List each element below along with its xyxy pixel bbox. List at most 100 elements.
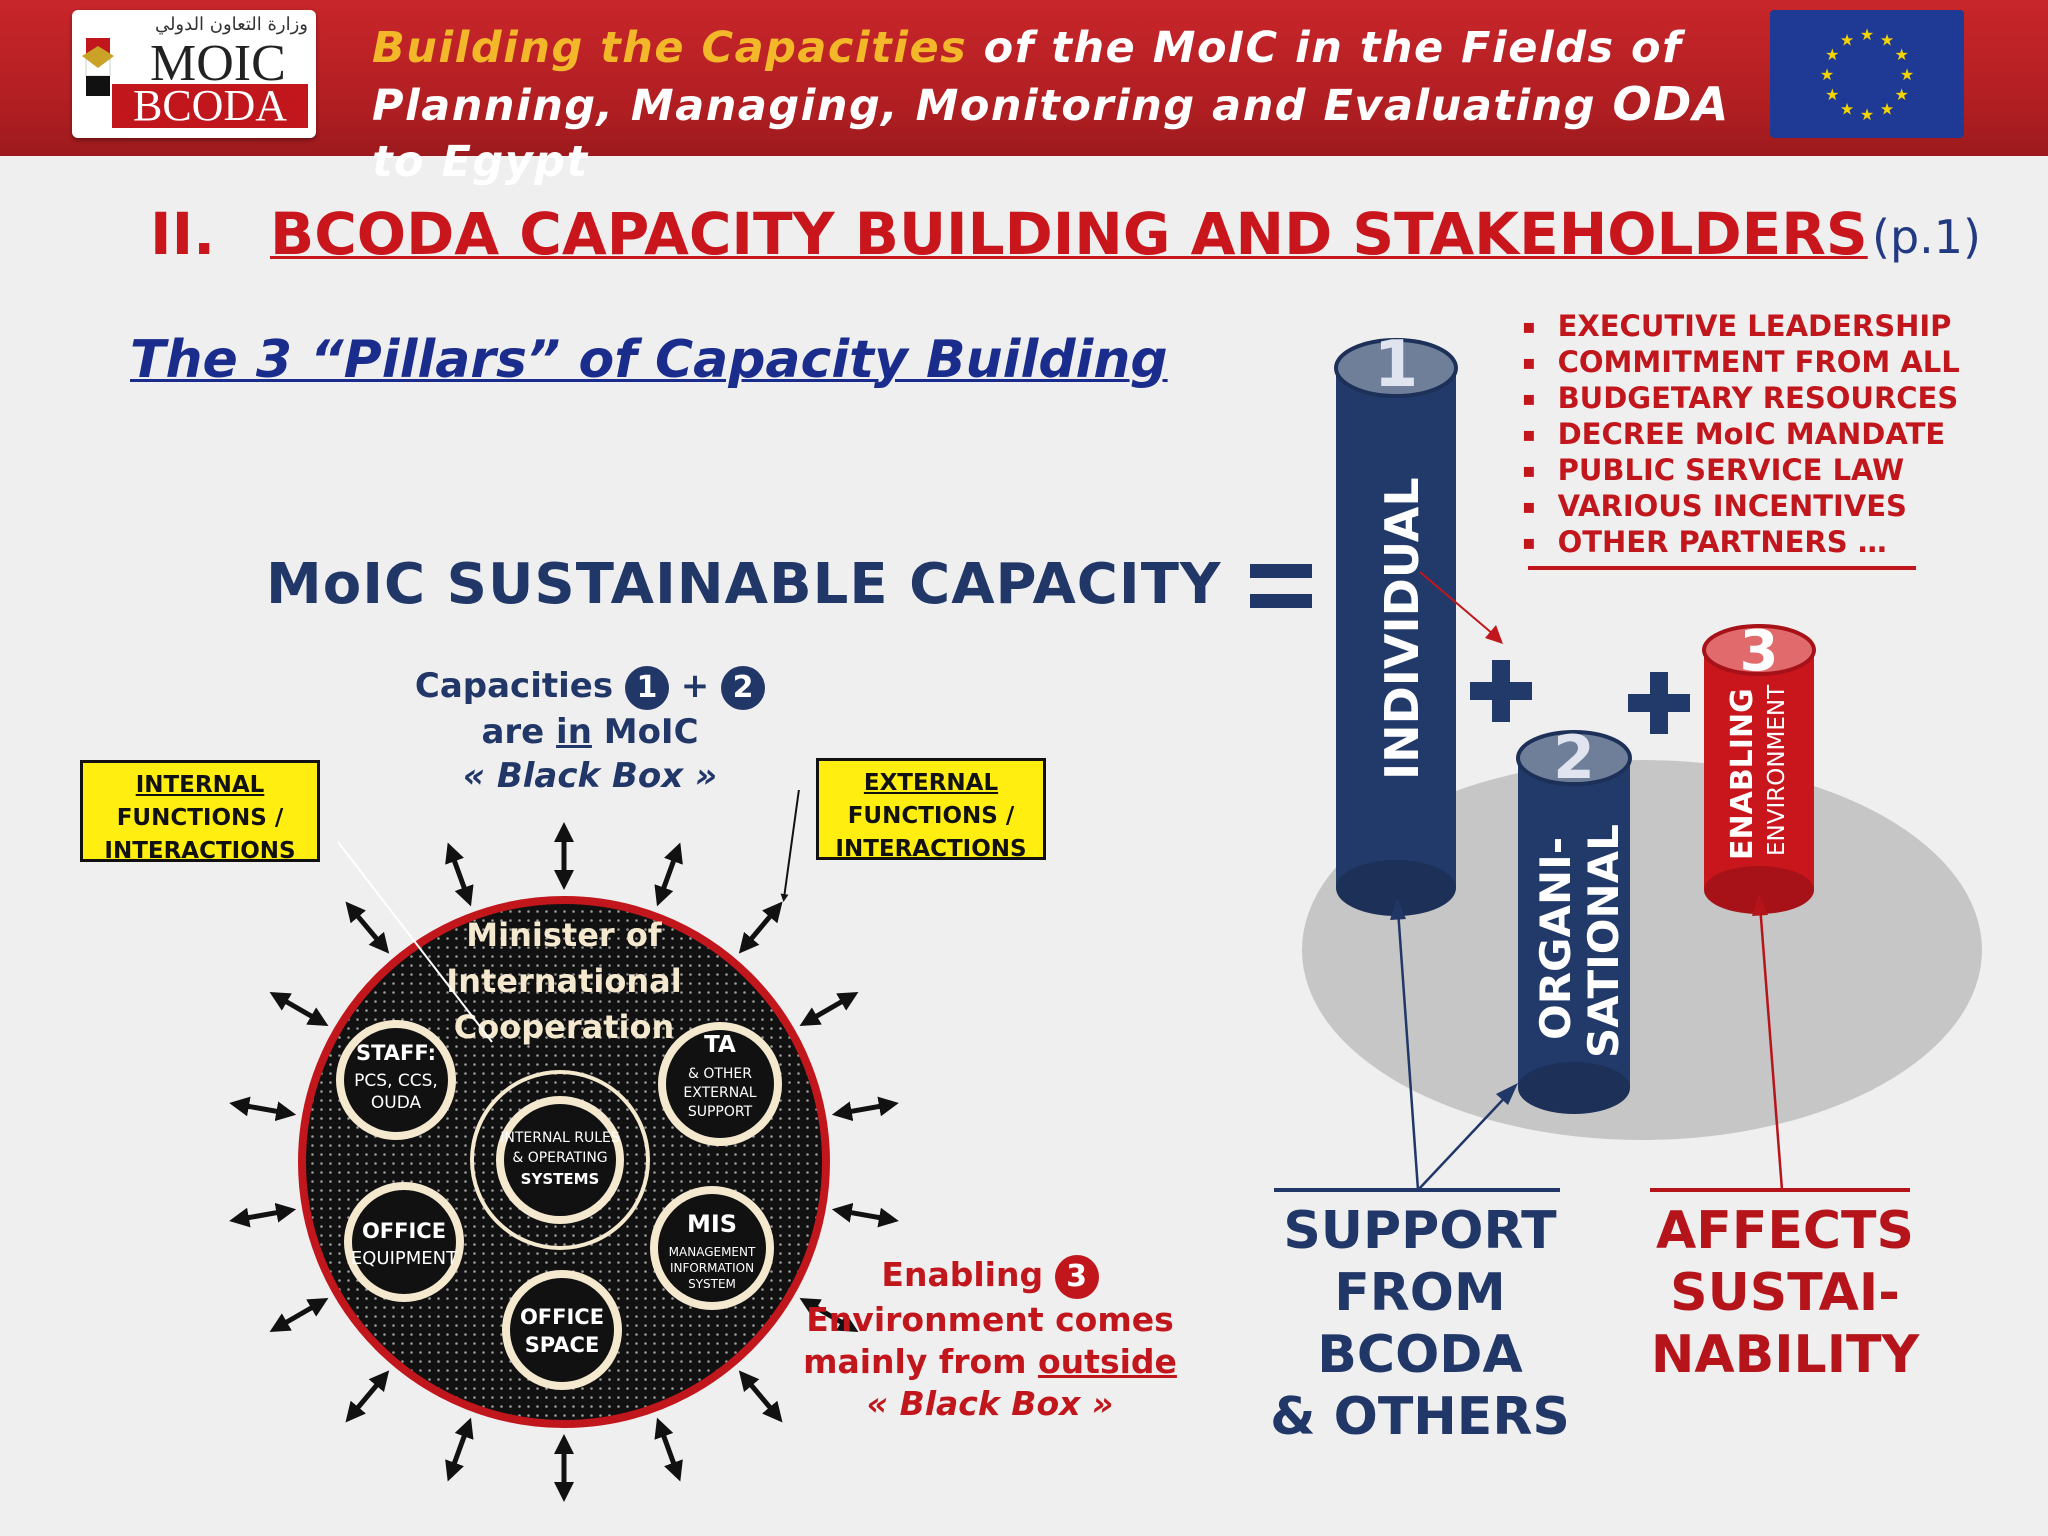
eu-star-icon: ★ [1880,30,1894,49]
pillar-2-label-a: ORGANI- [1531,837,1580,1040]
staff-line3: OUDA [371,1093,422,1113]
moic-bcoda-logo: وزارة التعاون الدولي MOIC BCODA [72,10,316,138]
list-item: BUDGETARY RESOURCES [1522,380,2002,416]
staff-title: STAFF: [356,1041,436,1065]
affects-line [1650,1188,1910,1192]
double-arrow-icon [738,1370,783,1423]
space-line2: SPACE [525,1333,600,1357]
mis-line2: MANAGEMENT [669,1245,756,1259]
pillars-diagram: 1 INDIVIDUAL 2 ORGANI- SATIONAL 3 ENABLI… [1274,328,1982,1192]
rules-line1: INTERNAL RULES [500,1130,620,1146]
enabling-note: Enabling 3 Environment comes mainly from… [790,1254,1190,1425]
office-space-node: OFFICE SPACE [502,1270,622,1390]
double-arrow-icon [229,1096,297,1122]
rules-line2: & OPERATING [512,1150,607,1166]
ta-line2: & OTHER [688,1066,752,1082]
black-box-diagram: Minister of International Cooperation ST… [229,790,899,1502]
ta-node: TA & OTHER EXTERNAL SUPPORT [658,1022,782,1146]
badge-1: 1 [624,665,669,710]
list-item: EXECUTIVE LEADERSHIP [1522,308,2002,344]
section-number: II. [150,200,216,268]
pillar-3-number: 3 [1740,619,1779,684]
support-line3: BCODA [1317,1325,1523,1385]
header-title: Building the Capacities of the MoIC in t… [372,20,1732,190]
mis-title: MIS [687,1210,737,1238]
capacities-note: Capacities 1 + 2 are in MoIC « Black Box… [400,664,780,798]
double-arrow-icon [345,901,390,954]
equipment-line2: EQUIPMENT [351,1248,458,1269]
eu-star-icon: ★ [1860,25,1874,44]
pillar-1-number: 1 [1374,328,1419,402]
double-arrow-icon [269,992,329,1026]
eu-star-icon: ★ [1900,65,1914,84]
sustainable-capacity-label: MoIC SUSTAINABLE CAPACITY [266,552,1222,617]
enabling-line1: Enabling [881,1255,1044,1294]
eu-star-icon: ★ [1820,65,1834,84]
header-title-line2a: Planning, Managing, Monitoring and Evalu… [372,81,1613,131]
staff-line2: PCS, CCS, [354,1071,438,1091]
support-line2: FROM [1334,1263,1506,1323]
internal-box-line2: FUNCTIONS / [116,805,284,831]
section-page: (p.1) [1872,210,1981,264]
external-pointer-line [780,790,800,902]
ta-title: TA [704,1032,736,1058]
support-arrow-individual [1396,909,1420,1191]
double-arrow-icon [445,1417,474,1482]
internal-box-title: INTERNAL [135,772,265,798]
plus-icon [1470,660,1532,722]
enabling-line3a: mainly from [803,1341,1039,1381]
list-item: DECREE MoIC MANDATE [1522,416,2002,452]
eu-star-icon: ★ [1840,30,1854,49]
pillar-2-label-b: SATIONAL [1579,824,1628,1058]
eu-star-icon: ★ [1894,85,1908,104]
logo-arabic-text: وزارة التعاون الدولي [154,14,308,35]
double-arrow-icon [229,1202,297,1228]
pillar-enabling-environment: 3 ENABLING ENVIRONMENT [1702,619,1816,914]
pillar-1-label: INDIVIDUAL [1375,477,1429,780]
support-label: SUPPORT FROM BCODA & OTHERS [1270,1200,1570,1448]
plus-text: + [680,666,710,706]
equipment-line1: OFFICE [362,1219,446,1243]
header-title-highlight: Building the Capacities [372,23,968,73]
enabling-line3b: outside [1038,1341,1177,1381]
factors-underline [1528,566,1916,570]
office-equipment-node: OFFICE EQUIPMENT [344,1182,464,1302]
circle-title-2: International [446,962,681,1000]
header-title-oda: ODA [1612,77,1730,131]
double-arrow-icon [445,842,474,907]
mis-line4: SYSTEM [688,1277,736,1291]
affects-arrow [1758,904,1784,1191]
radial-arrows [229,822,899,1502]
pillar-3-label-b: ENVIRONMENT [1764,684,1790,856]
egypt-eagle-icon [82,38,114,96]
list-item: COMMITMENT FROM ALL [1522,344,2002,380]
space-line1: OFFICE [520,1305,604,1329]
eu-stars-icon: ★★★★★★★★★★★★ [1820,25,1914,124]
capacities-line2c: MoIC [591,711,699,752]
double-arrow-icon [654,1417,683,1482]
enabling-line2: Environment comes [806,1299,1174,1339]
plus-icon [1628,672,1690,734]
eu-star-icon: ★ [1825,85,1839,104]
affects-line1: AFFECTS [1656,1201,1914,1261]
eu-star-icon: ★ [1894,45,1908,64]
ta-line4: SUPPORT [688,1104,753,1120]
capacities-line2b: in [556,711,592,752]
capacities-black-box: « Black Box » [462,755,718,796]
header-bar [0,0,2048,156]
double-arrow-icon [269,1298,329,1332]
internal-pointer-line [337,841,493,1043]
list-item: PUBLIC SERVICE LAW [1522,452,2002,488]
badge-2: 2 [721,665,766,710]
support-line1: SUPPORT [1283,1201,1557,1261]
cycle-ring [470,1070,650,1250]
pillars-title: The 3 “Pillars” of Capacity Building [130,330,1168,390]
affects-line2: SUSTAI- [1670,1263,1900,1323]
circle-title-1: Minister of [466,916,663,954]
support-line4: & OTHERS [1270,1387,1570,1447]
logo-bcoda-text: BCODA [112,84,308,128]
eu-star-icon: ★ [1860,105,1874,124]
affects-line3: NABILITY [1650,1325,1920,1385]
external-functions-box: EXTERNAL FUNCTIONS / INTERACTIONS [816,758,1046,862]
internal-rules-node: INTERNAL RULES & OPERATING SYSTEMS [496,1096,624,1224]
